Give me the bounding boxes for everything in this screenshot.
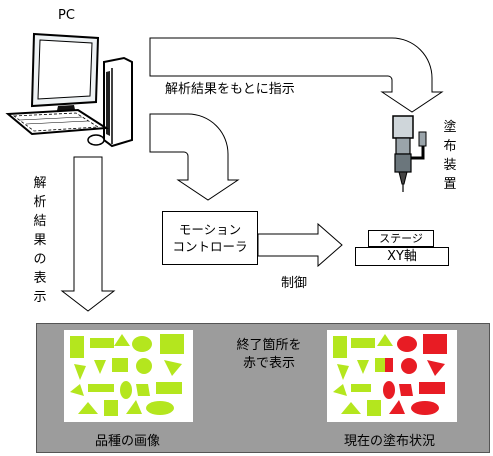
arrow-to-stage bbox=[257, 222, 343, 268]
computer-icon bbox=[5, 32, 133, 148]
current-status-label: 現在の塗布状況 bbox=[344, 434, 436, 449]
arrow-to-dispenser bbox=[149, 37, 444, 113]
red-note-label: 終了箇所を 赤で表示 bbox=[236, 338, 302, 371]
motion-controller-box: モーション コントローラ bbox=[162, 211, 258, 265]
product-shapes bbox=[70, 334, 184, 416]
control-label: 制御 bbox=[281, 276, 308, 291]
arrow-to-controller bbox=[149, 113, 240, 201]
dispenser-icon bbox=[392, 115, 427, 192]
arrow-down-display bbox=[60, 156, 116, 312]
product-image-label: 品種の画像 bbox=[95, 434, 161, 449]
current-status-card bbox=[327, 330, 457, 422]
display-results-label: 解析結果の表示 bbox=[33, 176, 47, 305]
instruct-label: 解析結果をもとに指示 bbox=[165, 82, 295, 97]
pc-label: PC bbox=[58, 8, 75, 23]
xy-axis-label: XY軸 bbox=[387, 249, 417, 264]
motion-controller-label: モーション コントローラ bbox=[172, 222, 248, 254]
status-shapes bbox=[333, 334, 447, 416]
stage-label: ステージ bbox=[379, 232, 423, 245]
dispenser-label: 塗布装置 bbox=[443, 120, 457, 192]
product-image-card bbox=[64, 330, 193, 422]
stage-box: ステージ bbox=[368, 230, 434, 247]
xy-axis-box: XY軸 bbox=[355, 247, 449, 266]
